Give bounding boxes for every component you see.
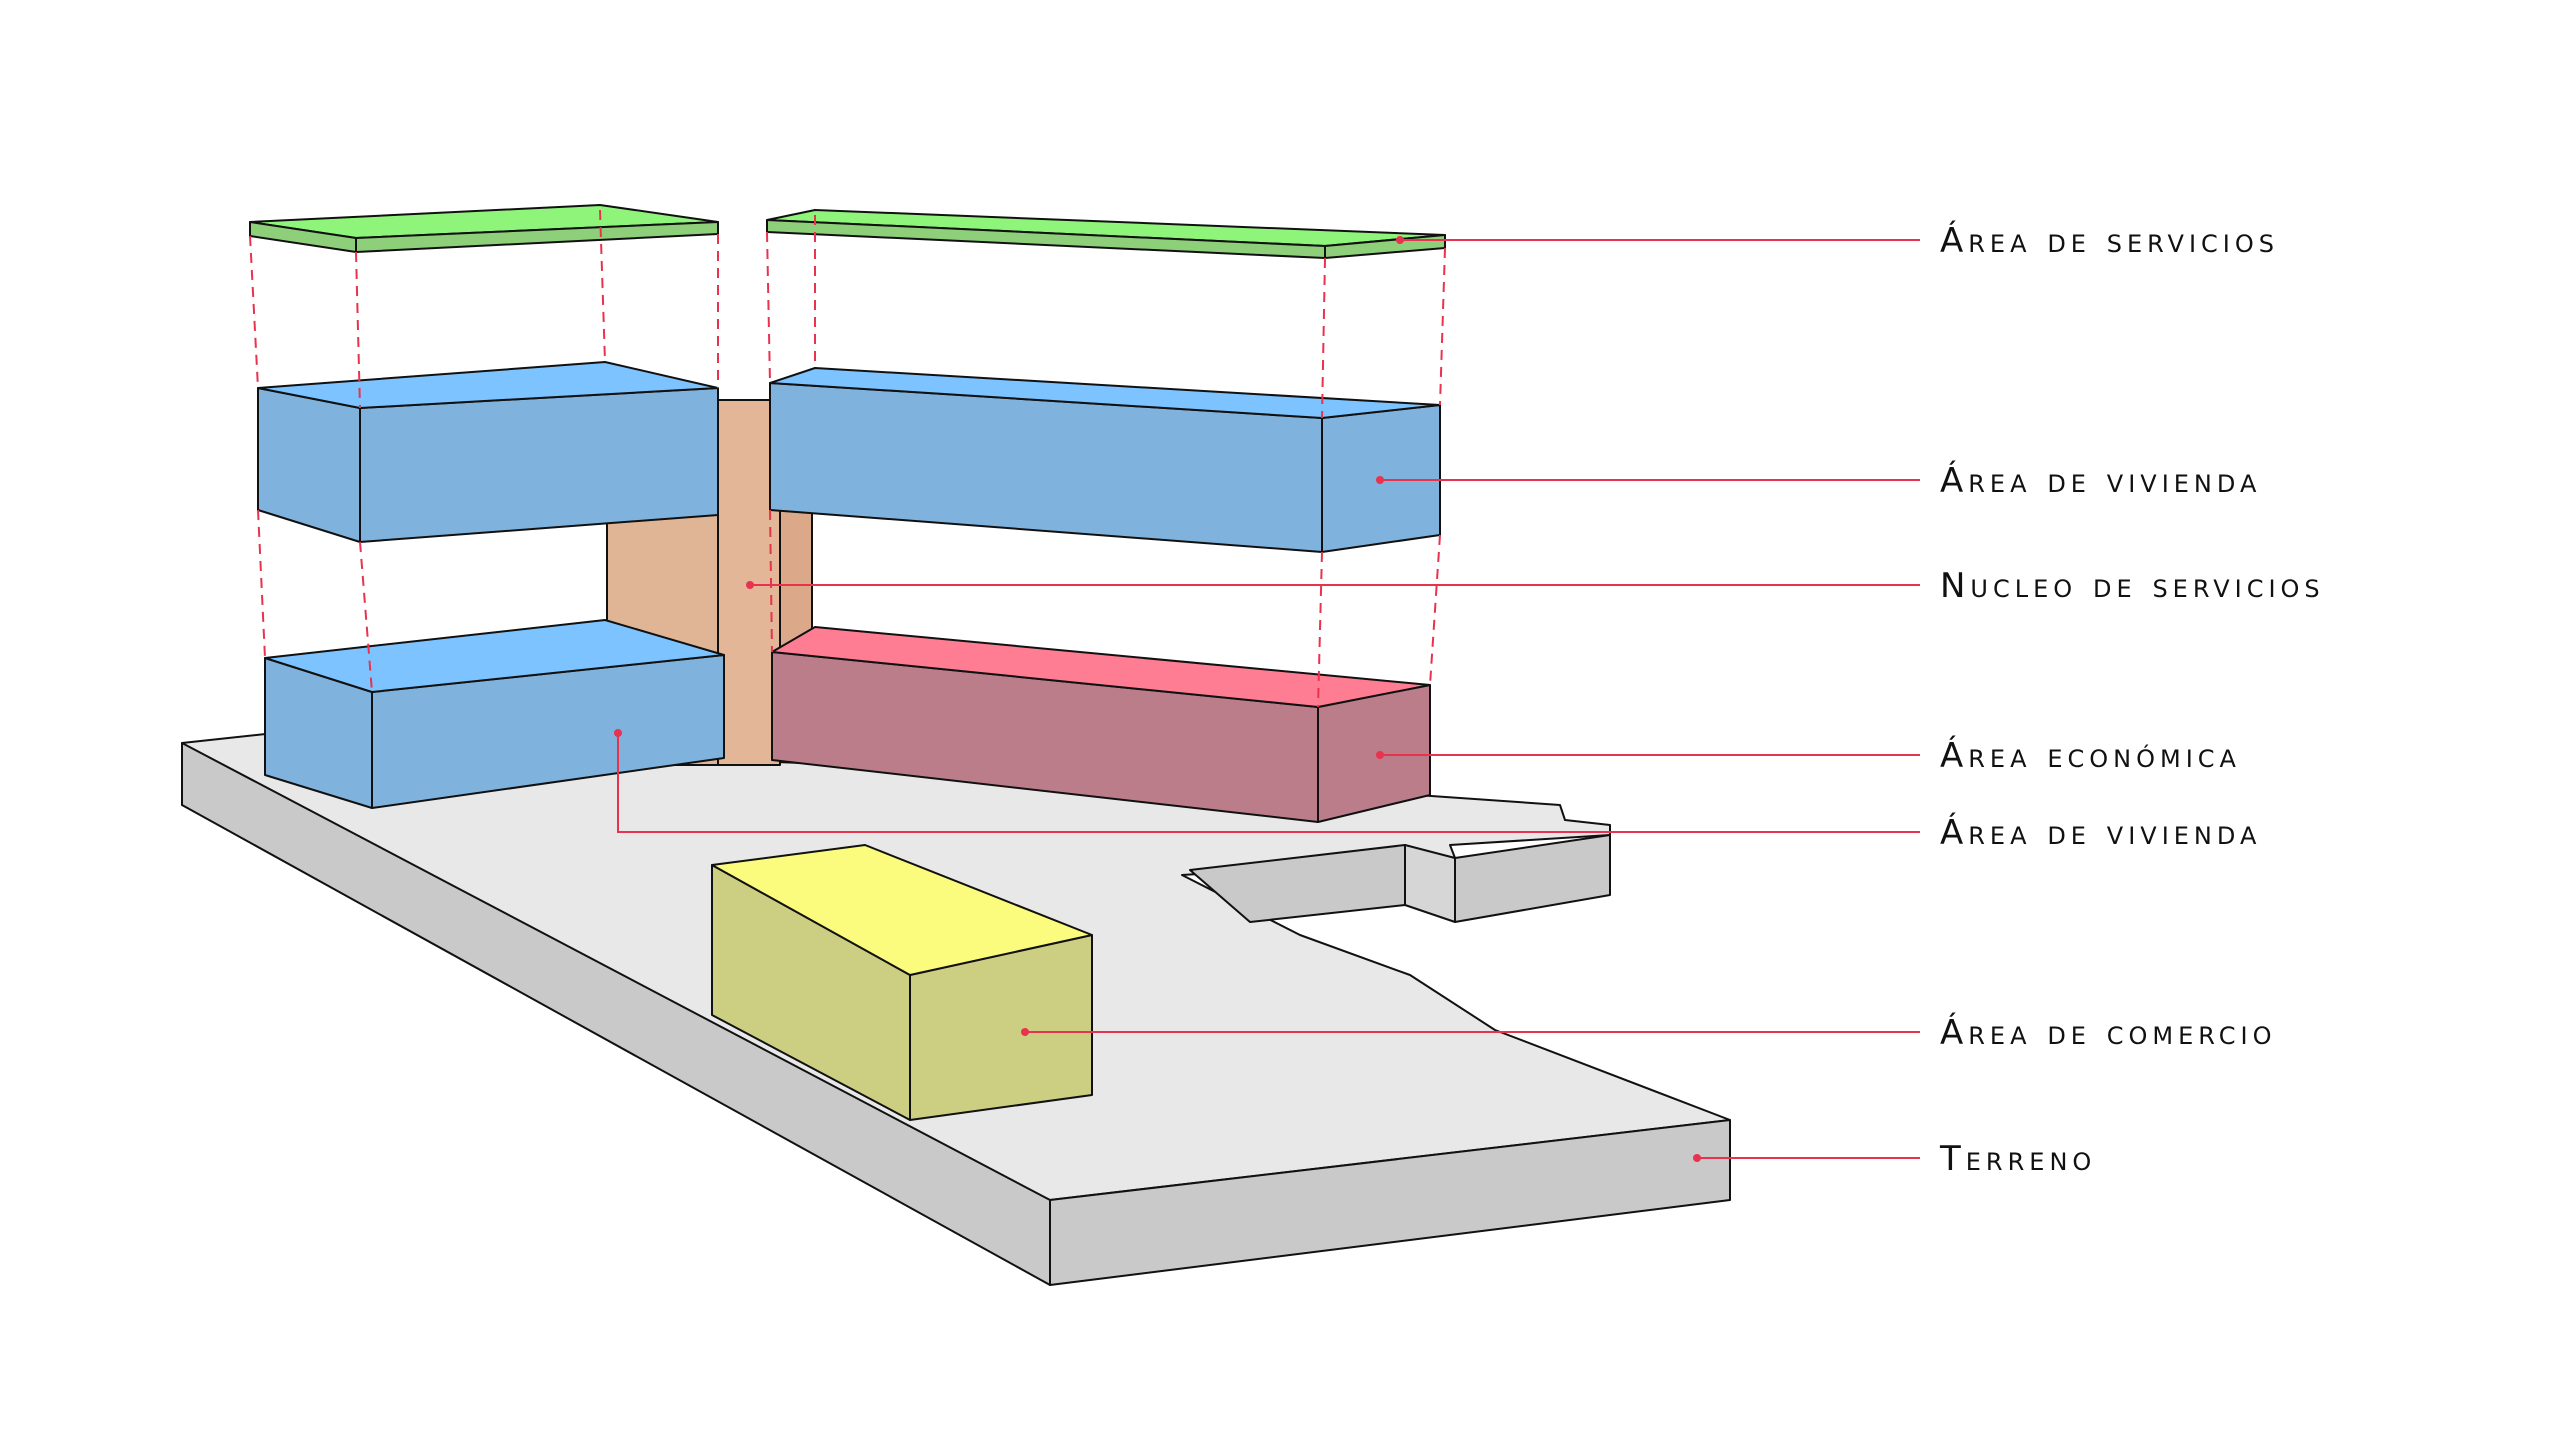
economica-top [771,626,1431,708]
leader-dot [1693,1154,1701,1162]
leader-dot [1021,1028,1029,1036]
guide-line [257,509,266,659]
leader-dot [746,581,754,589]
nucleo-core [606,399,813,766]
label-terreno: Terreno [1939,1139,2096,1179]
leader-dot [614,729,622,737]
economica-block [771,626,1431,823]
leader-dot [1376,751,1384,759]
guide-line [1317,551,1323,708]
guide-line [249,235,259,389]
comercio-top-face [711,844,1093,976]
explode-guides [249,209,1446,708]
servicios-right-slab [766,209,1446,259]
terreno-right-side [1049,1119,1731,1286]
label-area-de-servicios: Área de servicios [1940,220,2279,261]
label-area-de-vivienda-upper: Área de vivienda [1940,460,2261,501]
guide-line [1321,257,1326,419]
vivienda-upper-left-front [359,387,719,543]
leader-vivienda-lower [617,733,1920,833]
vivienda-upper-right-block [769,367,1441,553]
labels: Área de servicios Área de vivienda Nucle… [1939,220,2325,1179]
guide-line [355,251,361,409]
label-area-de-vivienda-lower: Área de vivienda [1940,812,2261,853]
vivienda-upper-left-block [257,361,719,543]
vivienda-lower-block [264,619,725,809]
guide-line [359,541,373,693]
leader-dot [1396,236,1404,244]
guide-line [1429,534,1441,686]
servicios-left-slab [249,204,719,253]
terreno-notch-wall-3 [1454,834,1611,923]
guide-line [766,231,771,384]
vivienda-lower-top [264,619,725,693]
leader-lines [614,236,1920,1162]
comercio-block [711,844,1093,1121]
guide-line [769,509,773,653]
label-nucleo-de-servicios: Nucleo de servicios [1940,566,2325,606]
guide-line [1439,247,1446,406]
leader-dot [1376,476,1384,484]
terreno-notch-wall-2 [1404,844,1456,923]
label-area-economica: Área económica [1940,735,2241,776]
label-area-de-comercio: Área de comercio [1940,1012,2277,1053]
vivienda-upper-left-side [257,387,361,543]
guide-line [599,209,606,363]
